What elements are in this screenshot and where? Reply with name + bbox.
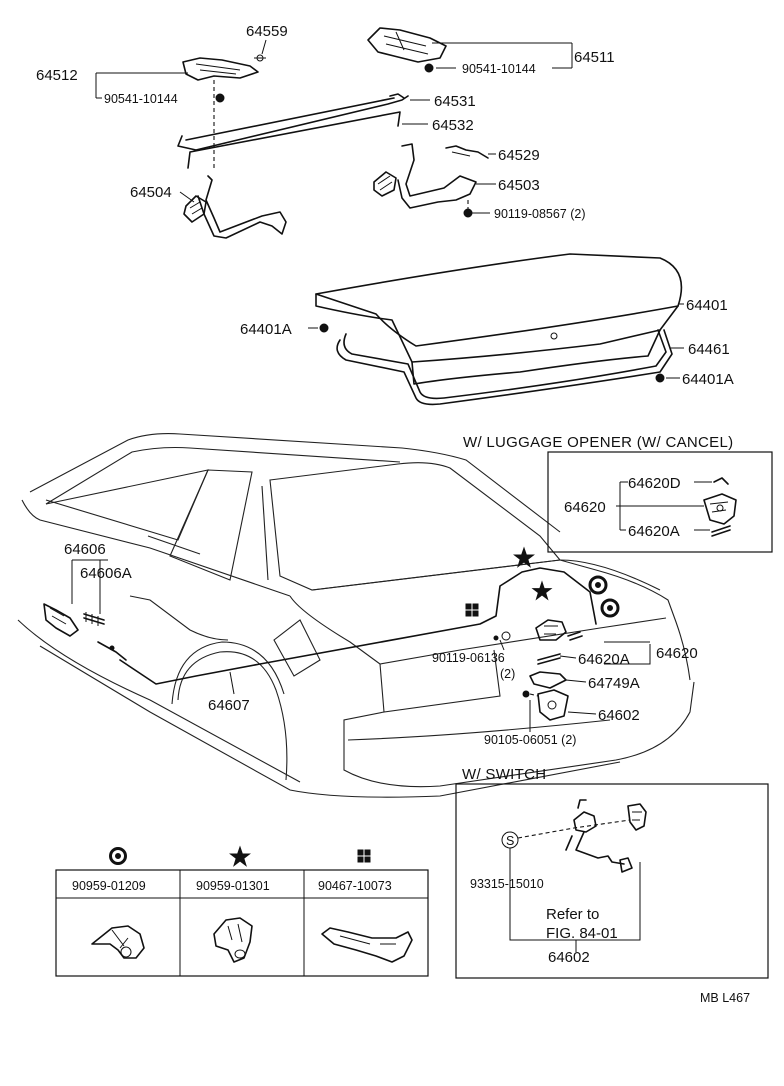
label-90119-08567: 90119-08567 (2) — [494, 207, 586, 221]
label-90119-06136: 90119-06136 — [432, 651, 505, 665]
label-64559: 64559 — [246, 23, 288, 40]
label-64606: 64606 — [64, 541, 106, 558]
label-64606a: 64606A — [80, 565, 132, 582]
nut-90541-left — [215, 93, 225, 103]
legend-part-90959-01209: 90959-01209 — [72, 879, 146, 893]
body-clip-markers — [465, 546, 620, 618]
label-90541-10144-right: 90541-10144 — [462, 62, 536, 76]
label-64607: 64607 — [208, 697, 250, 714]
label-90119-06136-qty: (2) — [500, 667, 515, 681]
nut-90541-right — [424, 63, 434, 73]
label-64401a-left: 64401A — [240, 321, 292, 338]
label-64503: 64503 — [498, 177, 540, 194]
label-90105-06051: 90105-06051 (2) — [484, 733, 576, 747]
legend-part-90467-10073: 90467-10073 — [318, 879, 392, 893]
legend-part-90959-01301: 90959-01301 — [196, 879, 270, 893]
figure-code: MB L467 — [700, 991, 750, 1005]
label-64401a-right: 64401A — [682, 371, 734, 388]
label-64401: 64401 — [686, 297, 728, 314]
opener-inset-box — [547, 451, 773, 553]
label-64602: 64602 — [598, 707, 640, 724]
label-64602-switch: 64602 — [548, 949, 590, 966]
label-64512: 64512 — [36, 67, 78, 84]
label-90541-10144-left: 90541-10144 — [104, 92, 178, 106]
refer-line-1: Refer to — [546, 906, 599, 923]
body-leaders — [71, 559, 651, 732]
label-64532: 64532 — [432, 117, 474, 134]
label-64620d: 64620D — [628, 475, 681, 492]
label-64620a-inset: 64620A — [628, 523, 680, 540]
label-64620-inset: 64620 — [564, 499, 606, 516]
switch-s-symbol: S — [506, 834, 514, 848]
label-64749a: 64749A — [588, 675, 640, 692]
star-clip-icon — [229, 845, 251, 867]
heading-switch: W/ SWITCH — [462, 766, 546, 783]
ring-clip-icon — [109, 847, 127, 865]
trunk-lid-64401 — [315, 253, 683, 406]
car-body — [17, 433, 695, 798]
switch-inset-box — [455, 783, 769, 979]
label-64461: 64461 — [688, 341, 730, 358]
hinge-assembly — [177, 27, 489, 239]
top-leaders — [95, 39, 573, 214]
label-64529: 64529 — [498, 147, 540, 164]
square-clip-icon — [357, 849, 371, 863]
square-clip-icon — [465, 603, 479, 617]
refer-line-2: FIG. 84-01 — [546, 925, 618, 942]
star-clip-icon — [513, 546, 535, 568]
legend-table — [55, 845, 429, 977]
label-93315-15010: 93315-15010 — [470, 877, 544, 891]
label-64504: 64504 — [130, 184, 172, 201]
label-64620a: 64620A — [578, 651, 630, 668]
lid-leaders — [308, 303, 684, 379]
label-64511: 64511 — [574, 49, 615, 66]
ring-clip-icon — [588, 575, 608, 595]
label-64620: 64620 — [656, 645, 698, 662]
heading-luggage-opener: W/ LUGGAGE OPENER (W/ CANCEL) — [463, 434, 733, 451]
labels: 64559 64512 90541-10144 64511 90541-1014… — [36, 23, 750, 1005]
label-64531: 64531 — [434, 93, 476, 110]
ring-clip-icon — [600, 598, 620, 618]
star-clip-icon — [531, 580, 553, 601]
bolt-90119-08567 — [463, 208, 473, 218]
opener-inset-parts — [616, 477, 737, 537]
switch-inset-parts — [501, 799, 647, 952]
